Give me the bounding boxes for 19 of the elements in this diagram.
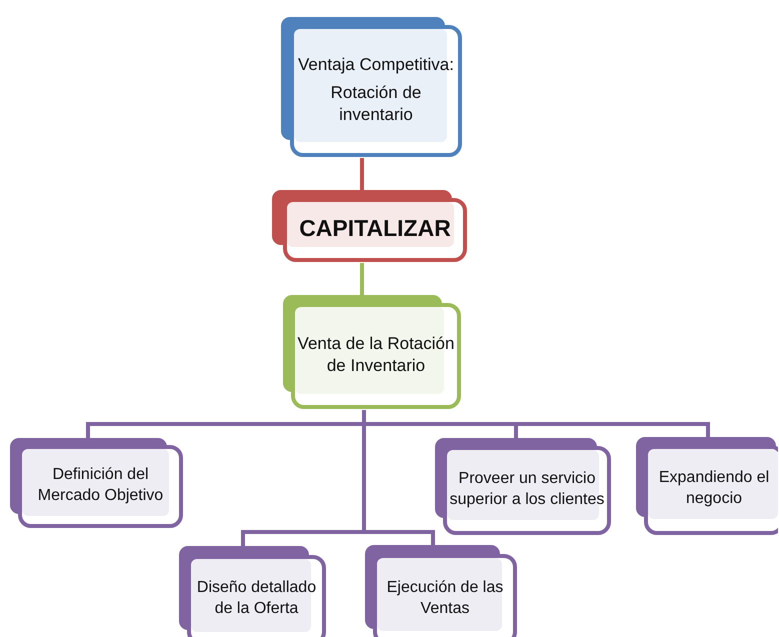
box-text: Ejecución de las Ventas	[386, 578, 504, 618]
connector-line	[360, 263, 364, 295]
rounded-box	[636, 437, 778, 536]
box-text: Venta de la Rotación de Inventario	[296, 332, 456, 377]
rounded-box	[435, 438, 612, 536]
box-text: Ventaja Competitiva:	[298, 54, 454, 76]
connector-line	[360, 158, 364, 190]
rounded-box	[281, 17, 463, 158]
rounded-box	[283, 295, 462, 410]
rounded-box	[10, 438, 184, 529]
box-heading: CAPITALIZAR	[299, 214, 451, 244]
rounded-box	[272, 190, 468, 263]
box-text: Proveer un servicio superior a los clientes	[448, 468, 606, 510]
box-text: Definición del Mercado Objetivo	[36, 464, 164, 506]
box-text: Rotación de inventario	[330, 82, 422, 126]
box-text: Diseño detallado de la Oferta	[196, 578, 318, 619]
box-text: Expandiendo el negocio	[658, 468, 770, 509]
rounded-box	[365, 545, 518, 637]
rounded-box	[179, 546, 327, 637]
